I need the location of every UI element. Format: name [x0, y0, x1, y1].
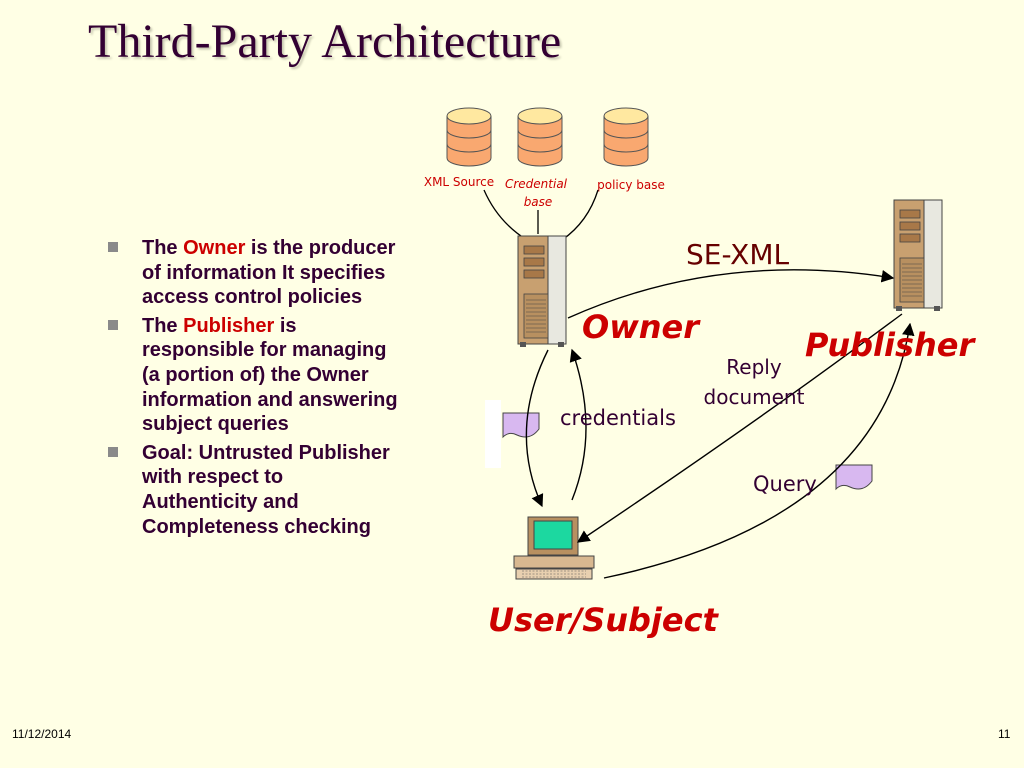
query-document-icon [835, 464, 873, 490]
policy-connector [561, 189, 599, 241]
bullet-marker [108, 446, 118, 457]
user-subject-label: User/Subject [488, 601, 720, 639]
owner-server-icon [517, 235, 567, 348]
credential-base-database-icon [517, 107, 563, 167]
slide-title: Third-Party Architecture [88, 15, 562, 68]
se-xml-arrow [567, 269, 895, 319]
owner-label: Owner [582, 308, 701, 346]
slide-number: 11 [998, 727, 1011, 741]
policy-base-database-icon [603, 107, 649, 167]
slide-date: 11/12/2014 [12, 727, 72, 741]
owner-highlight: Owner [183, 237, 246, 259]
publisher-server-icon [893, 199, 943, 312]
credential-label: Credential [505, 177, 568, 191]
publisher-highlight: Publisher [183, 314, 275, 337]
bullet-publisher: The Publisher is responsible for managin… [108, 314, 398, 437]
user-to-owner-arrow [569, 348, 587, 501]
xml-source-database-icon [446, 107, 492, 167]
bullet-marker [108, 319, 118, 330]
white-bar [485, 400, 501, 468]
bullet-goal: Goal: Untrusted Publisher with respect t… [108, 441, 398, 539]
bullet-owner: The Owner is the producer of information… [108, 236, 398, 310]
bullet-list: The Owner is the producer of information… [108, 236, 398, 543]
owner-to-user-arrow [525, 349, 549, 508]
bullet-marker [108, 242, 118, 252]
reply-arrow [576, 313, 903, 543]
reply-label: Reply [726, 355, 782, 379]
query-label: Query [753, 472, 817, 496]
base-label: base [524, 195, 553, 209]
se-xml-label: SE-XML [686, 238, 790, 271]
credentials-document-icon [502, 412, 540, 438]
xml-source-connector [483, 189, 528, 241]
credentials-label: credentials [560, 406, 676, 430]
query-arrow [603, 322, 915, 579]
user-computer-icon [513, 516, 595, 580]
xml-source-label: XML Source [424, 175, 494, 189]
publisher-label: Publisher [805, 326, 976, 364]
policy-base-label: policy base [597, 178, 665, 192]
document-label: document [704, 385, 805, 409]
